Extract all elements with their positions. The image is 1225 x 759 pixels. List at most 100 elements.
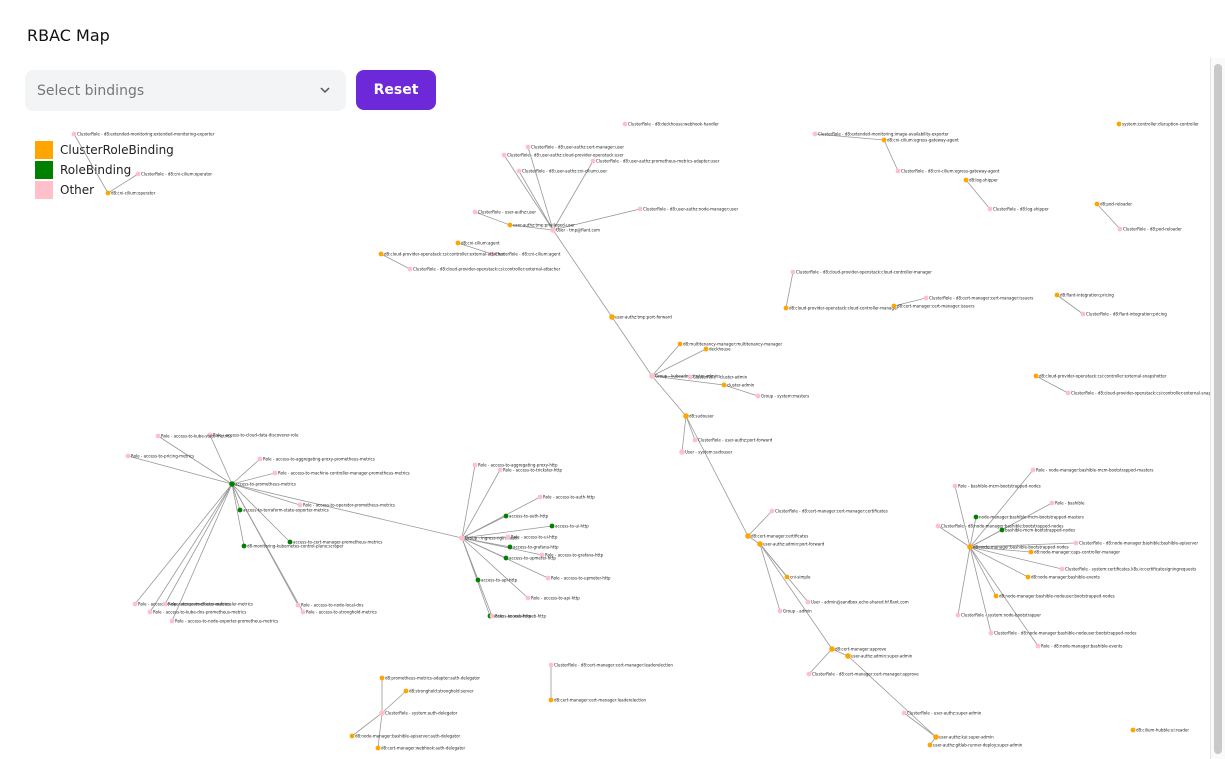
graph-node[interactable] (272, 470, 278, 476)
graph-node[interactable] (895, 168, 901, 174)
graph-node[interactable] (241, 543, 247, 549)
graph-node[interactable] (637, 206, 643, 212)
graph-node[interactable] (993, 593, 999, 599)
graph-node[interactable] (71, 131, 77, 137)
graph-node[interactable] (1049, 500, 1055, 506)
graph-node[interactable] (590, 158, 596, 164)
graph-node[interactable] (963, 177, 969, 183)
graph-node[interactable] (790, 269, 796, 275)
graph-node[interactable] (891, 303, 897, 309)
graph-node[interactable] (784, 574, 790, 580)
graph-node[interactable] (935, 523, 941, 529)
graph-node[interactable] (549, 523, 555, 529)
graph-node[interactable] (1028, 549, 1034, 555)
graph-node[interactable] (881, 137, 887, 143)
graph-node[interactable] (987, 206, 993, 212)
graph-node[interactable] (497, 467, 503, 473)
graph-node[interactable] (257, 456, 263, 462)
graph-node[interactable] (155, 433, 161, 439)
graph-node[interactable] (649, 373, 655, 379)
graph-node[interactable] (379, 675, 385, 681)
graph-node[interactable] (1080, 311, 1086, 317)
graph-node[interactable] (1130, 727, 1136, 733)
graph-node[interactable] (489, 613, 495, 619)
graph-node[interactable] (806, 671, 812, 677)
graph-node[interactable] (287, 539, 293, 545)
rbac-graph[interactable]: User - tmp@flant.comuser-authz:tmp:port-… (0, 115, 1225, 759)
graph-node[interactable] (459, 535, 465, 541)
graph-node[interactable] (1025, 574, 1031, 580)
graph-node[interactable] (105, 190, 111, 196)
graph-node[interactable] (901, 710, 907, 716)
graph-node[interactable] (349, 733, 355, 739)
graph-node[interactable] (503, 555, 509, 561)
graph-node[interactable] (207, 432, 213, 438)
graph-node[interactable] (812, 131, 818, 137)
graph-node[interactable] (777, 608, 783, 614)
graph-node[interactable] (1073, 540, 1079, 546)
graph-node[interactable] (1116, 121, 1122, 127)
graph-node[interactable] (407, 266, 413, 272)
graph-node[interactable] (162, 601, 168, 607)
graph-node[interactable] (783, 305, 789, 311)
graph-node[interactable] (829, 646, 835, 652)
graph-node[interactable] (622, 121, 628, 127)
graph-node[interactable] (805, 599, 811, 605)
graph-node[interactable] (687, 374, 693, 380)
graph-node[interactable] (537, 494, 543, 500)
graph-node[interactable] (1035, 643, 1041, 649)
graph-node[interactable] (375, 745, 381, 751)
graph-node[interactable] (927, 742, 933, 748)
reset-button[interactable]: Reset (356, 70, 436, 110)
graph-node[interactable] (988, 630, 994, 636)
graph-node[interactable] (125, 453, 131, 459)
graph-node[interactable] (501, 152, 507, 158)
graph-node[interactable] (1030, 467, 1036, 473)
graph-node[interactable] (548, 662, 554, 668)
graph-node[interactable] (489, 251, 495, 257)
graph-node[interactable] (135, 171, 141, 177)
graph-node[interactable] (1065, 390, 1071, 396)
graph-node[interactable] (679, 449, 685, 455)
graph-node[interactable] (545, 575, 551, 581)
graph-node[interactable] (403, 688, 409, 694)
graph-node[interactable] (933, 734, 939, 740)
graph-node[interactable] (516, 168, 522, 174)
graph-node[interactable] (769, 508, 775, 514)
graph-node[interactable] (1059, 566, 1065, 572)
graph-node[interactable] (845, 653, 851, 659)
graph-node[interactable] (1094, 201, 1100, 207)
graph-node[interactable] (472, 209, 478, 215)
graph-node[interactable] (609, 314, 615, 320)
graph-node[interactable] (295, 602, 301, 608)
graph-node[interactable] (503, 513, 509, 519)
graph-node[interactable] (745, 533, 751, 539)
graph-node[interactable] (169, 618, 175, 624)
graph-node[interactable] (475, 577, 481, 583)
graph-node[interactable] (757, 541, 763, 547)
graph-node[interactable] (525, 595, 531, 601)
graph-node[interactable] (923, 295, 929, 301)
graph-node[interactable] (683, 413, 689, 419)
graph-node[interactable] (472, 462, 478, 468)
graph-node[interactable] (1054, 292, 1060, 298)
graph-node[interactable] (955, 612, 961, 618)
graph-node[interactable] (455, 240, 461, 246)
graph-node[interactable] (973, 514, 979, 520)
graph-node[interactable] (378, 251, 384, 257)
graph-node[interactable] (550, 227, 556, 233)
graph-node[interactable] (1117, 226, 1123, 232)
graph-node[interactable] (755, 393, 761, 399)
graph-node[interactable] (548, 697, 554, 703)
graph-node[interactable] (300, 609, 306, 615)
graph-node[interactable] (539, 552, 545, 558)
graph-node[interactable] (297, 502, 303, 508)
graph-node[interactable] (229, 481, 235, 487)
graph-node[interactable] (703, 346, 709, 352)
graph-node[interactable] (147, 609, 153, 615)
graph-node[interactable] (237, 507, 243, 513)
graph-node[interactable] (505, 534, 511, 540)
graph-node[interactable] (692, 437, 698, 443)
graph-node[interactable] (952, 483, 958, 489)
graph-node[interactable] (1033, 373, 1039, 379)
